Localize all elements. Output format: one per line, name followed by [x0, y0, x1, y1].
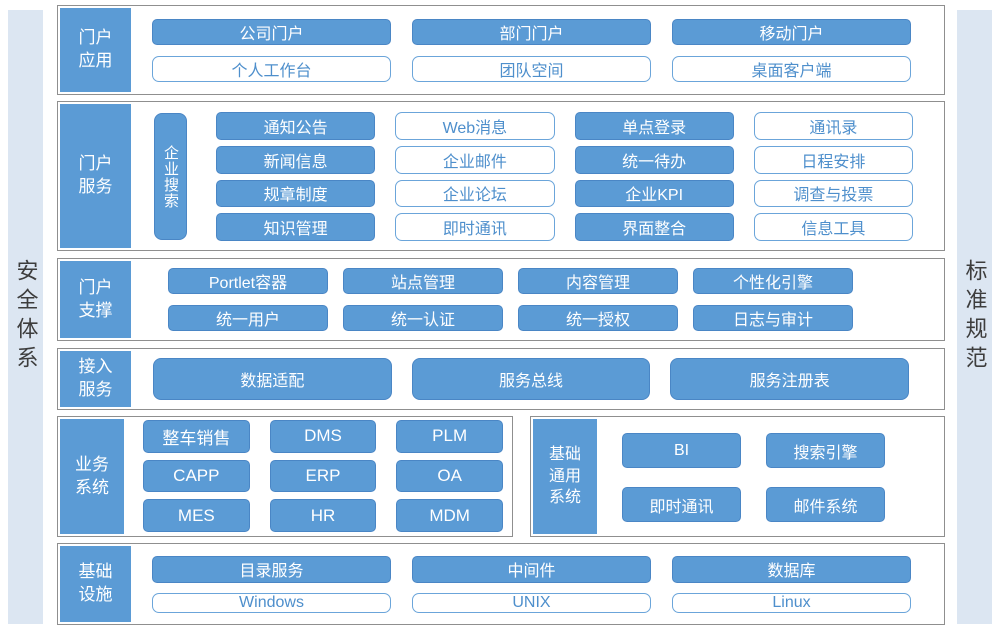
- infrastructure-grid: 目录服务 中间件 数据库 Windows UNIX Linux: [131, 544, 944, 624]
- panel-portal-apps: 门户应用 公司门户 部门门户 移动门户 个人工作台 团队空间 桌面客户端: [57, 5, 945, 95]
- diagram-box: 服务注册表: [670, 358, 909, 400]
- diagram-box: 单点登录: [574, 112, 734, 140]
- diagram-box: 桌面客户端: [672, 56, 911, 82]
- diagram-box: 团队空间: [412, 56, 651, 82]
- portal-support-label: 门户支撑: [60, 261, 131, 338]
- diagram-box: 邮件系统: [766, 487, 885, 522]
- diagram-box: Portlet容器: [168, 268, 328, 294]
- diagram-box: 规章制度: [216, 179, 376, 208]
- diagram-box: CAPP: [143, 459, 250, 493]
- panel-infrastructure: 基础设施 目录服务 中间件 数据库 Windows UNIX Linux: [57, 543, 945, 625]
- diagram-box: 个性化引擎: [693, 268, 853, 294]
- diagram-box: Linux: [672, 592, 911, 613]
- common-systems-grid: BI 搜索引擎 即时通讯 邮件系统: [599, 417, 944, 536]
- panel-business-systems: 业务系统 整车销售 DMS PLM CAPP ERP OA MES HR MDM: [57, 416, 513, 537]
- diagram-box: 知识管理: [216, 213, 376, 241]
- diagram-box: 信息工具: [753, 213, 913, 241]
- diagram-box: Web消息: [395, 112, 555, 140]
- diagram-box: 部门门户: [412, 19, 651, 45]
- diagram-box: 统一授权: [518, 305, 678, 331]
- diagram-box: 目录服务: [152, 556, 391, 583]
- portal-apps-label: 门户应用: [60, 8, 131, 92]
- diagram-box: HR: [269, 499, 377, 532]
- enterprise-search-box: 企业搜索: [154, 113, 187, 240]
- panel-access-services: 接入服务 数据适配 服务总线 服务注册表: [57, 348, 945, 410]
- diagram-box: 通知公告: [216, 112, 376, 140]
- diagram-box: Windows: [152, 592, 391, 613]
- diagram-box: 新闻信息: [216, 145, 376, 174]
- diagram-box: 企业KPI: [574, 179, 734, 208]
- diagram-box: 调查与投票: [753, 179, 913, 208]
- diagram-box: 统一认证: [343, 305, 503, 331]
- diagram-box: 服务总线: [411, 358, 651, 400]
- security-system-bar: 安全体系: [8, 10, 43, 624]
- diagram-box: MDM: [396, 499, 503, 532]
- diagram-box: 通讯录: [753, 112, 913, 140]
- diagram-box: 站点管理: [343, 268, 503, 294]
- portal-services-label: 门户服务: [60, 104, 131, 248]
- infrastructure-label: 基础设施: [60, 546, 131, 622]
- standards-label: 标准规范: [962, 259, 988, 375]
- common-systems-label: 基础通用系统: [533, 419, 597, 534]
- diagram-box: 日程安排: [753, 145, 913, 174]
- diagram-box: 搜索引擎: [766, 433, 885, 468]
- standards-bar: 标准规范: [957, 10, 992, 624]
- panel-portal-services: 门户服务 企业搜索 通知公告 Web消息 单点登录 通讯录 新闻信息 企业邮件 …: [57, 101, 945, 251]
- diagram-box: 个人工作台: [152, 56, 391, 82]
- diagram-box: 日志与审计: [693, 305, 853, 331]
- access-services-label: 接入服务: [60, 351, 131, 407]
- diagram-box: 企业邮件: [395, 145, 555, 174]
- diagram-box: 统一用户: [168, 305, 328, 331]
- portal-services-grid: 通知公告 Web消息 单点登录 通讯录 新闻信息 企业邮件 统一待办 日程安排 …: [216, 112, 913, 241]
- diagram-box: 界面整合: [574, 213, 734, 241]
- diagram-box: UNIX: [412, 592, 651, 613]
- security-system-label: 安全体系: [13, 259, 39, 375]
- diagram-box: ERP: [269, 459, 377, 493]
- diagram-box: 即时通讯: [622, 487, 741, 522]
- diagram-box: MES: [143, 499, 250, 532]
- business-systems-grid: 整车销售 DMS PLM CAPP ERP OA MES HR MDM: [126, 417, 512, 536]
- diagram-box: DMS: [269, 420, 377, 453]
- diagram-box: 即时通讯: [395, 213, 555, 241]
- panel-portal-support: 门户支撑 Portlet容器 站点管理 内容管理 个性化引擎 统一用户 统一认证…: [57, 258, 945, 341]
- access-services-grid: 数据适配 服务总线 服务注册表: [131, 349, 944, 409]
- diagram-box: 整车销售: [143, 420, 250, 453]
- portal-services-content: 企业搜索 通知公告 Web消息 单点登录 通讯录 新闻信息 企业邮件 统一待办 …: [131, 102, 944, 250]
- panel-common-systems: 基础通用系统 BI 搜索引擎 即时通讯 邮件系统: [530, 416, 945, 537]
- diagram-box: PLM: [396, 420, 503, 453]
- diagram-box: 移动门户: [672, 19, 911, 45]
- diagram-box: 公司门户: [152, 19, 391, 45]
- diagram-box: 中间件: [412, 556, 651, 583]
- diagram-box: BI: [622, 433, 741, 468]
- diagram-box: 内容管理: [518, 268, 678, 294]
- portal-support-grid: Portlet容器 站点管理 内容管理 个性化引擎 统一用户 统一认证 统一授权…: [131, 259, 944, 340]
- diagram-box: 统一待办: [574, 145, 734, 174]
- portal-apps-grid: 公司门户 部门门户 移动门户 个人工作台 团队空间 桌面客户端: [131, 6, 944, 94]
- diagram-box: 数据适配: [153, 358, 392, 400]
- business-systems-label: 业务系统: [60, 419, 124, 534]
- diagram-box: 企业论坛: [395, 179, 555, 208]
- diagram-box: OA: [396, 459, 503, 493]
- diagram-box: 数据库: [672, 556, 911, 583]
